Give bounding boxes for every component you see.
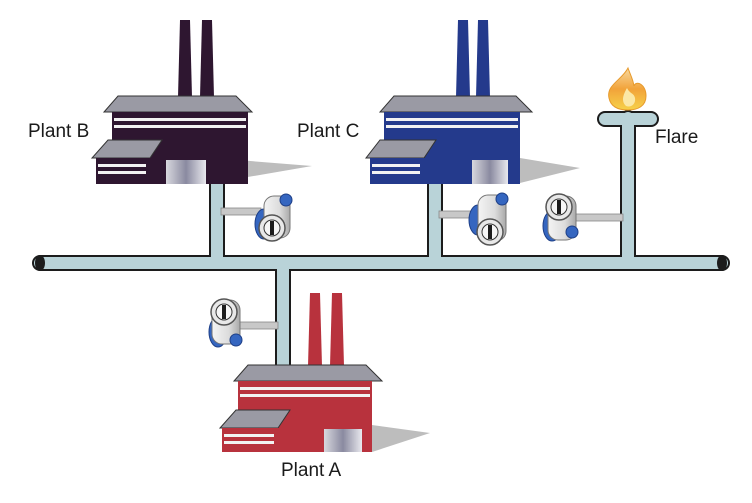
plant-a-shadow	[372, 425, 430, 452]
pipe-network	[32, 110, 730, 380]
plant-c-factory-icon	[364, 20, 534, 184]
flow-meter-icon	[438, 192, 509, 246]
flow-meter-icon	[542, 193, 624, 242]
plant-a-factory-icon	[218, 293, 384, 452]
plant-c-shadow	[520, 158, 580, 183]
plant-a-label: Plant A	[281, 460, 342, 481]
pipe-end-cap-icon	[717, 255, 727, 271]
plant-c-label: Plant C	[297, 121, 360, 142]
pipe-end-cap-icon	[35, 255, 45, 271]
flare-flame-icon	[608, 66, 647, 111]
flow-meter-icon	[220, 193, 293, 242]
flow-meter-icon	[208, 298, 279, 348]
flare-label: Flare	[655, 127, 699, 148]
plant-b-factory-icon	[90, 20, 254, 184]
plant-b-label: Plant B	[28, 121, 90, 142]
